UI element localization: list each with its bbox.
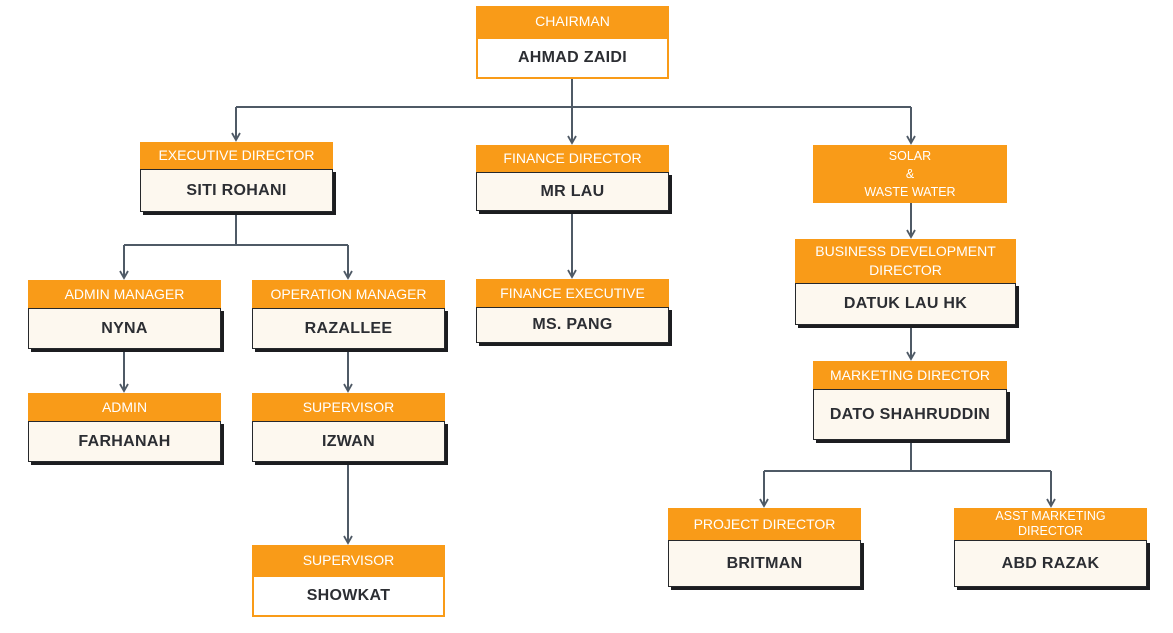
supervisor-izwan-name: IZWAN: [252, 421, 445, 462]
asst-marketing-director-card: ASST MARKETING DIRECTOR ABD RAZAK: [954, 508, 1147, 589]
asst-marketing-director-name: ABD RAZAK: [954, 540, 1147, 587]
operation-manager-name: RAZALLEE: [252, 308, 445, 349]
solar-line2: &: [905, 166, 915, 181]
bd-role-line2: DIRECTOR: [869, 262, 942, 278]
finance-director-role: FINANCE DIRECTOR: [476, 145, 669, 172]
business-development-director-role: BUSINESS DEVELOPMENT DIRECTOR: [795, 239, 1016, 283]
chairman-name: AHMAD ZAIDI: [476, 37, 669, 79]
business-development-director-card: BUSINESS DEVELOPMENT DIRECTOR DATUK LAU …: [795, 239, 1016, 327]
finance-director-card: FINANCE DIRECTOR MR LAU: [476, 145, 669, 213]
operation-manager-role: OPERATION MANAGER: [252, 280, 445, 308]
admin-name: FARHANAH: [28, 421, 221, 462]
project-director-card: PROJECT DIRECTOR BRITMAN: [668, 508, 861, 589]
executive-director-card: EXECUTIVE DIRECTOR SITI ROHANI: [140, 142, 333, 214]
marketing-director-card: MARKETING DIRECTOR DATO SHAHRUDDIN: [813, 361, 1007, 442]
solar-line1: SOLAR: [888, 148, 932, 163]
bd-role-line1: BUSINESS DEVELOPMENT: [815, 243, 996, 260]
supervisor-showkat-card: SUPERVISOR SHOWKAT: [252, 545, 445, 617]
admin-card: ADMIN FARHANAH: [28, 393, 221, 464]
admin-manager-role: ADMIN MANAGER: [28, 280, 221, 308]
marketing-director-role: MARKETING DIRECTOR: [813, 361, 1007, 389]
project-director-role: PROJECT DIRECTOR: [668, 508, 861, 540]
project-director-name: BRITMAN: [668, 540, 861, 587]
finance-director-name: MR LAU: [476, 172, 669, 211]
operation-manager-card: OPERATION MANAGER RAZALLEE: [252, 280, 445, 351]
supervisor-izwan-card: SUPERVISOR IZWAN: [252, 393, 445, 464]
supervisor-showkat-name: SHOWKAT: [252, 575, 445, 617]
admin-manager-name: NYNA: [28, 308, 221, 349]
supervisor-showkat-role: SUPERVISOR: [252, 545, 445, 575]
finance-executive-role: FINANCE EXECUTIVE: [476, 279, 669, 307]
solar-waste-water-role: SOLAR & WASTE WATER: [813, 145, 1007, 203]
solar-waste-water-card: SOLAR & WASTE WATER: [813, 145, 1007, 203]
executive-director-role: EXECUTIVE DIRECTOR: [140, 142, 333, 169]
admin-manager-card: ADMIN MANAGER NYNA: [28, 280, 221, 351]
solar-line3: WASTE WATER: [864, 185, 956, 200]
executive-director-name: SITI ROHANI: [140, 169, 333, 212]
asst-marketing-director-role: ASST MARKETING DIRECTOR: [954, 508, 1147, 540]
asst-role-line2: DIRECTOR: [1017, 524, 1084, 538]
admin-role: ADMIN: [28, 393, 221, 421]
chairman-card: CHAIRMAN AHMAD ZAIDI: [476, 6, 669, 79]
business-development-director-name: DATUK LAU HK: [795, 283, 1016, 325]
supervisor-izwan-role: SUPERVISOR: [252, 393, 445, 421]
chairman-role: CHAIRMAN: [476, 6, 669, 37]
marketing-director-name: DATO SHAHRUDDIN: [813, 389, 1007, 440]
finance-executive-name: MS. PANG: [476, 307, 669, 343]
asst-role-line1: ASST MARKETING: [995, 509, 1106, 523]
finance-executive-card: FINANCE EXECUTIVE MS. PANG: [476, 279, 669, 345]
